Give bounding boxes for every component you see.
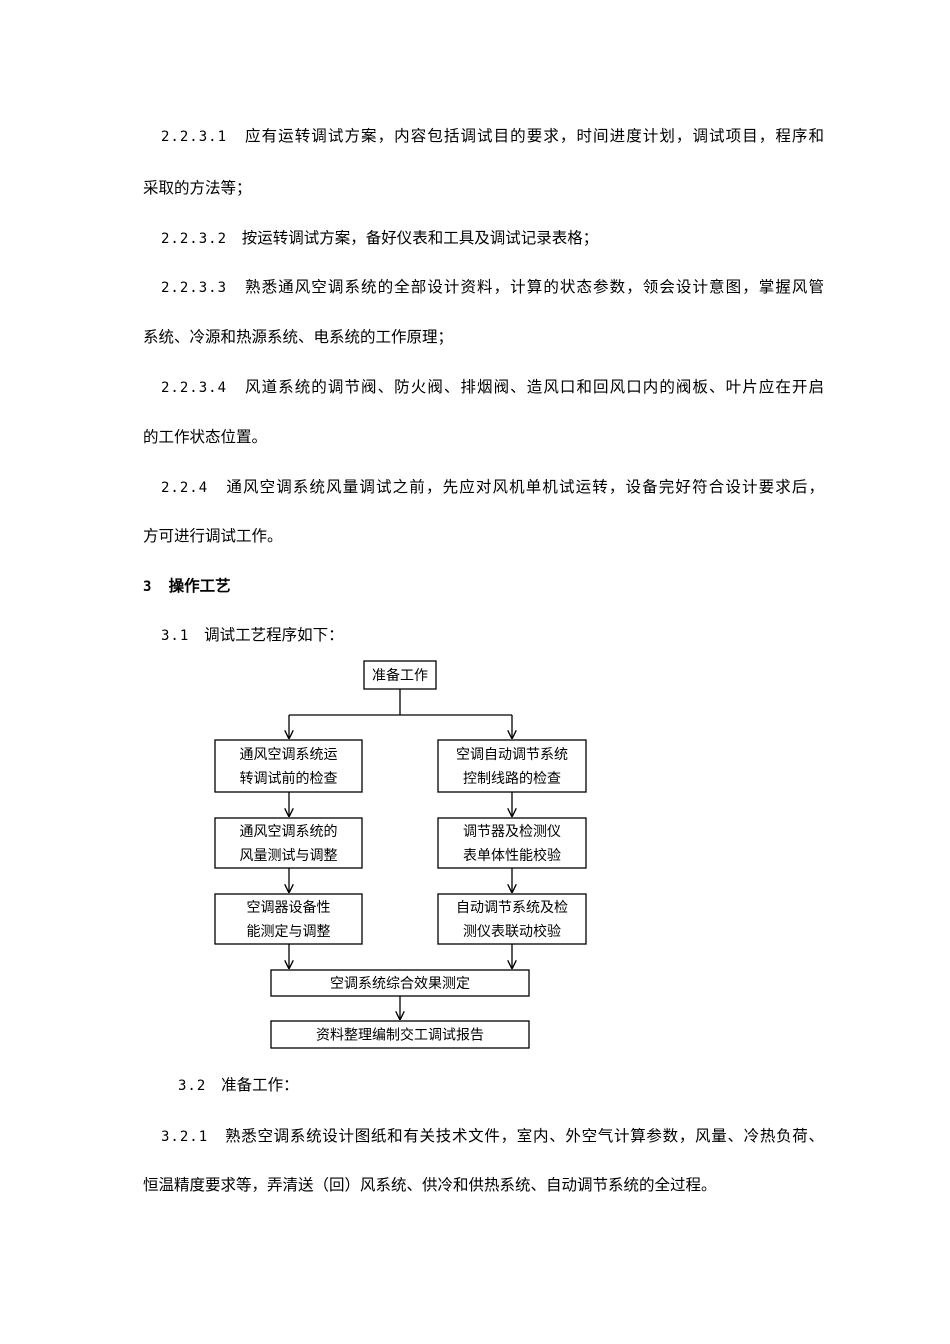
section-number: 3 (143, 579, 153, 595)
flow-node-box (214, 893, 363, 945)
paragraph-number: 3.2.1 (161, 1129, 209, 1145)
subsection-number: 3.1 (161, 628, 190, 644)
flow-node-n8: 资料整理编制交工调试报告 (270, 1020, 530, 1049)
flow-node-label: 空调系统综合效果测定 (330, 976, 470, 992)
paragraph-2-2-3-4: 2.2.3.4 风道系统的调节阀、防火阀、排烟阀、造风口和回风口内的阀板、叶片应… (161, 377, 824, 398)
paragraph-text: 风道系统的调节阀、防火阀、排烟阀、造风口和回风口内的阀板、叶片应在开启 (245, 378, 824, 396)
flow-node-label: 测仪表联动校验 (463, 923, 561, 940)
flow-node-n0: 准备工作 (363, 660, 437, 690)
flow-node-label: 调节器及检测仪 (463, 824, 561, 840)
paragraph-text: 通风空调系统风量调试之前，先应对风机单机试运转，设备完好符合设计要求后， (226, 478, 824, 496)
paragraph-number: 2.2.3.1 (161, 129, 228, 145)
paragraph-continuation: 的工作状态位置。 (143, 428, 268, 446)
paragraph-number: 2.2.3.2 (161, 231, 228, 247)
flow-node-box (437, 817, 587, 869)
flow-node-label: 表单体性能校验 (463, 847, 561, 864)
paragraph-continuation: 方可进行调试工作。 (143, 527, 283, 545)
flow-node-box (437, 739, 587, 793)
flow-edges (289, 689, 512, 1019)
paragraph-text: 熟悉通风空调系统的全部设计资料，计算的状态参数，领会设计意图，掌握风管 (245, 278, 824, 296)
paragraph-2-2-3-3: 2.2.3.3 熟悉通风空调系统的全部设计资料，计算的状态参数，领会设计意图，掌… (161, 277, 824, 298)
subsection-3-1: 3.1 调试工艺程序如下： (161, 625, 344, 646)
paragraph-number: 2.2.3.4 (161, 380, 228, 396)
section-heading: 3 操作工艺 (143, 576, 231, 597)
paragraph-number: 2.2.4 (161, 480, 209, 496)
flow-node-label: 风量测试与调整 (240, 848, 338, 864)
flow-node-box (214, 739, 363, 793)
paragraph-continuation: 系统、冷源和热源系统、电系统的工作原理； (143, 328, 454, 346)
flow-edge (289, 689, 512, 716)
paragraph-text: 按运转调试方案，备好仪表和工具及调试记录表格； (241, 229, 599, 247)
flow-node-box (214, 817, 363, 869)
flow-node-n7: 空调系统综合效果测定 (270, 969, 530, 997)
flow-node-label: 能测定与调整 (247, 924, 331, 940)
flow-node-box (437, 893, 587, 945)
section-title: 操作工艺 (168, 577, 231, 595)
subsection-number: 3.2 (178, 1078, 207, 1094)
flow-node-label: 控制线路的检查 (463, 771, 561, 787)
paragraph-2-2-4: 2.2.4 通风空调系统风量调试之前，先应对风机单机试运转，设备完好符合设计要求… (161, 477, 824, 498)
paragraph-continuation: 采取的方法等； (143, 179, 252, 197)
subsection-3-2: 3.2 准备工作： (178, 1075, 299, 1096)
flow-node-label: 转调试前的检查 (240, 770, 338, 787)
paragraph-text: 熟悉空调系统设计图纸和有关技术文件，室内、外空气计算参数，风量、冷热负荷、 (225, 1127, 824, 1145)
flow-node-label: 资料整理编制交工调试报告 (316, 1027, 484, 1044)
paragraph-number: 2.2.3.3 (161, 280, 228, 296)
flow-node-label: 通风空调系统运 (240, 747, 338, 763)
flow-node-box (270, 969, 530, 997)
flow-node-box (363, 660, 437, 690)
paragraph-2-2-3-2: 2.2.3.2 按运转调试方案，备好仪表和工具及调试记录表格； (161, 228, 598, 249)
flow-node-label: 准备工作 (372, 667, 428, 684)
flow-node-label: 自动调节系统及检 (456, 900, 568, 916)
flow-node-label: 通风空调系统的 (240, 824, 338, 840)
paragraph-continuation: 恒温精度要求等，弄清送（回）风系统、供冷和供热系统、自动调节系统的全过程。 (143, 1176, 717, 1194)
subsection-text: 调试工艺程序如下： (204, 626, 344, 644)
paragraph-3-2-1: 3.2.1 熟悉空调系统设计图纸和有关技术文件，室内、外空气计算参数，风量、冷热… (161, 1126, 824, 1147)
flow-node-label: 空调自动调节系统 (456, 747, 568, 763)
flow-node-label: 空调器设备性 (247, 899, 331, 916)
paragraph-2-2-3-1: 2.2.3.1 应有运转调试方案，内容包括调试目的要求，时间进度计划，调试项目，… (161, 126, 824, 147)
paragraph-text: 应有运转调试方案，内容包括调试目的要求，时间进度计划，调试项目，程序和 (245, 127, 824, 145)
flow-node-box (270, 1020, 530, 1049)
subsection-text: 准备工作： (221, 1076, 299, 1094)
